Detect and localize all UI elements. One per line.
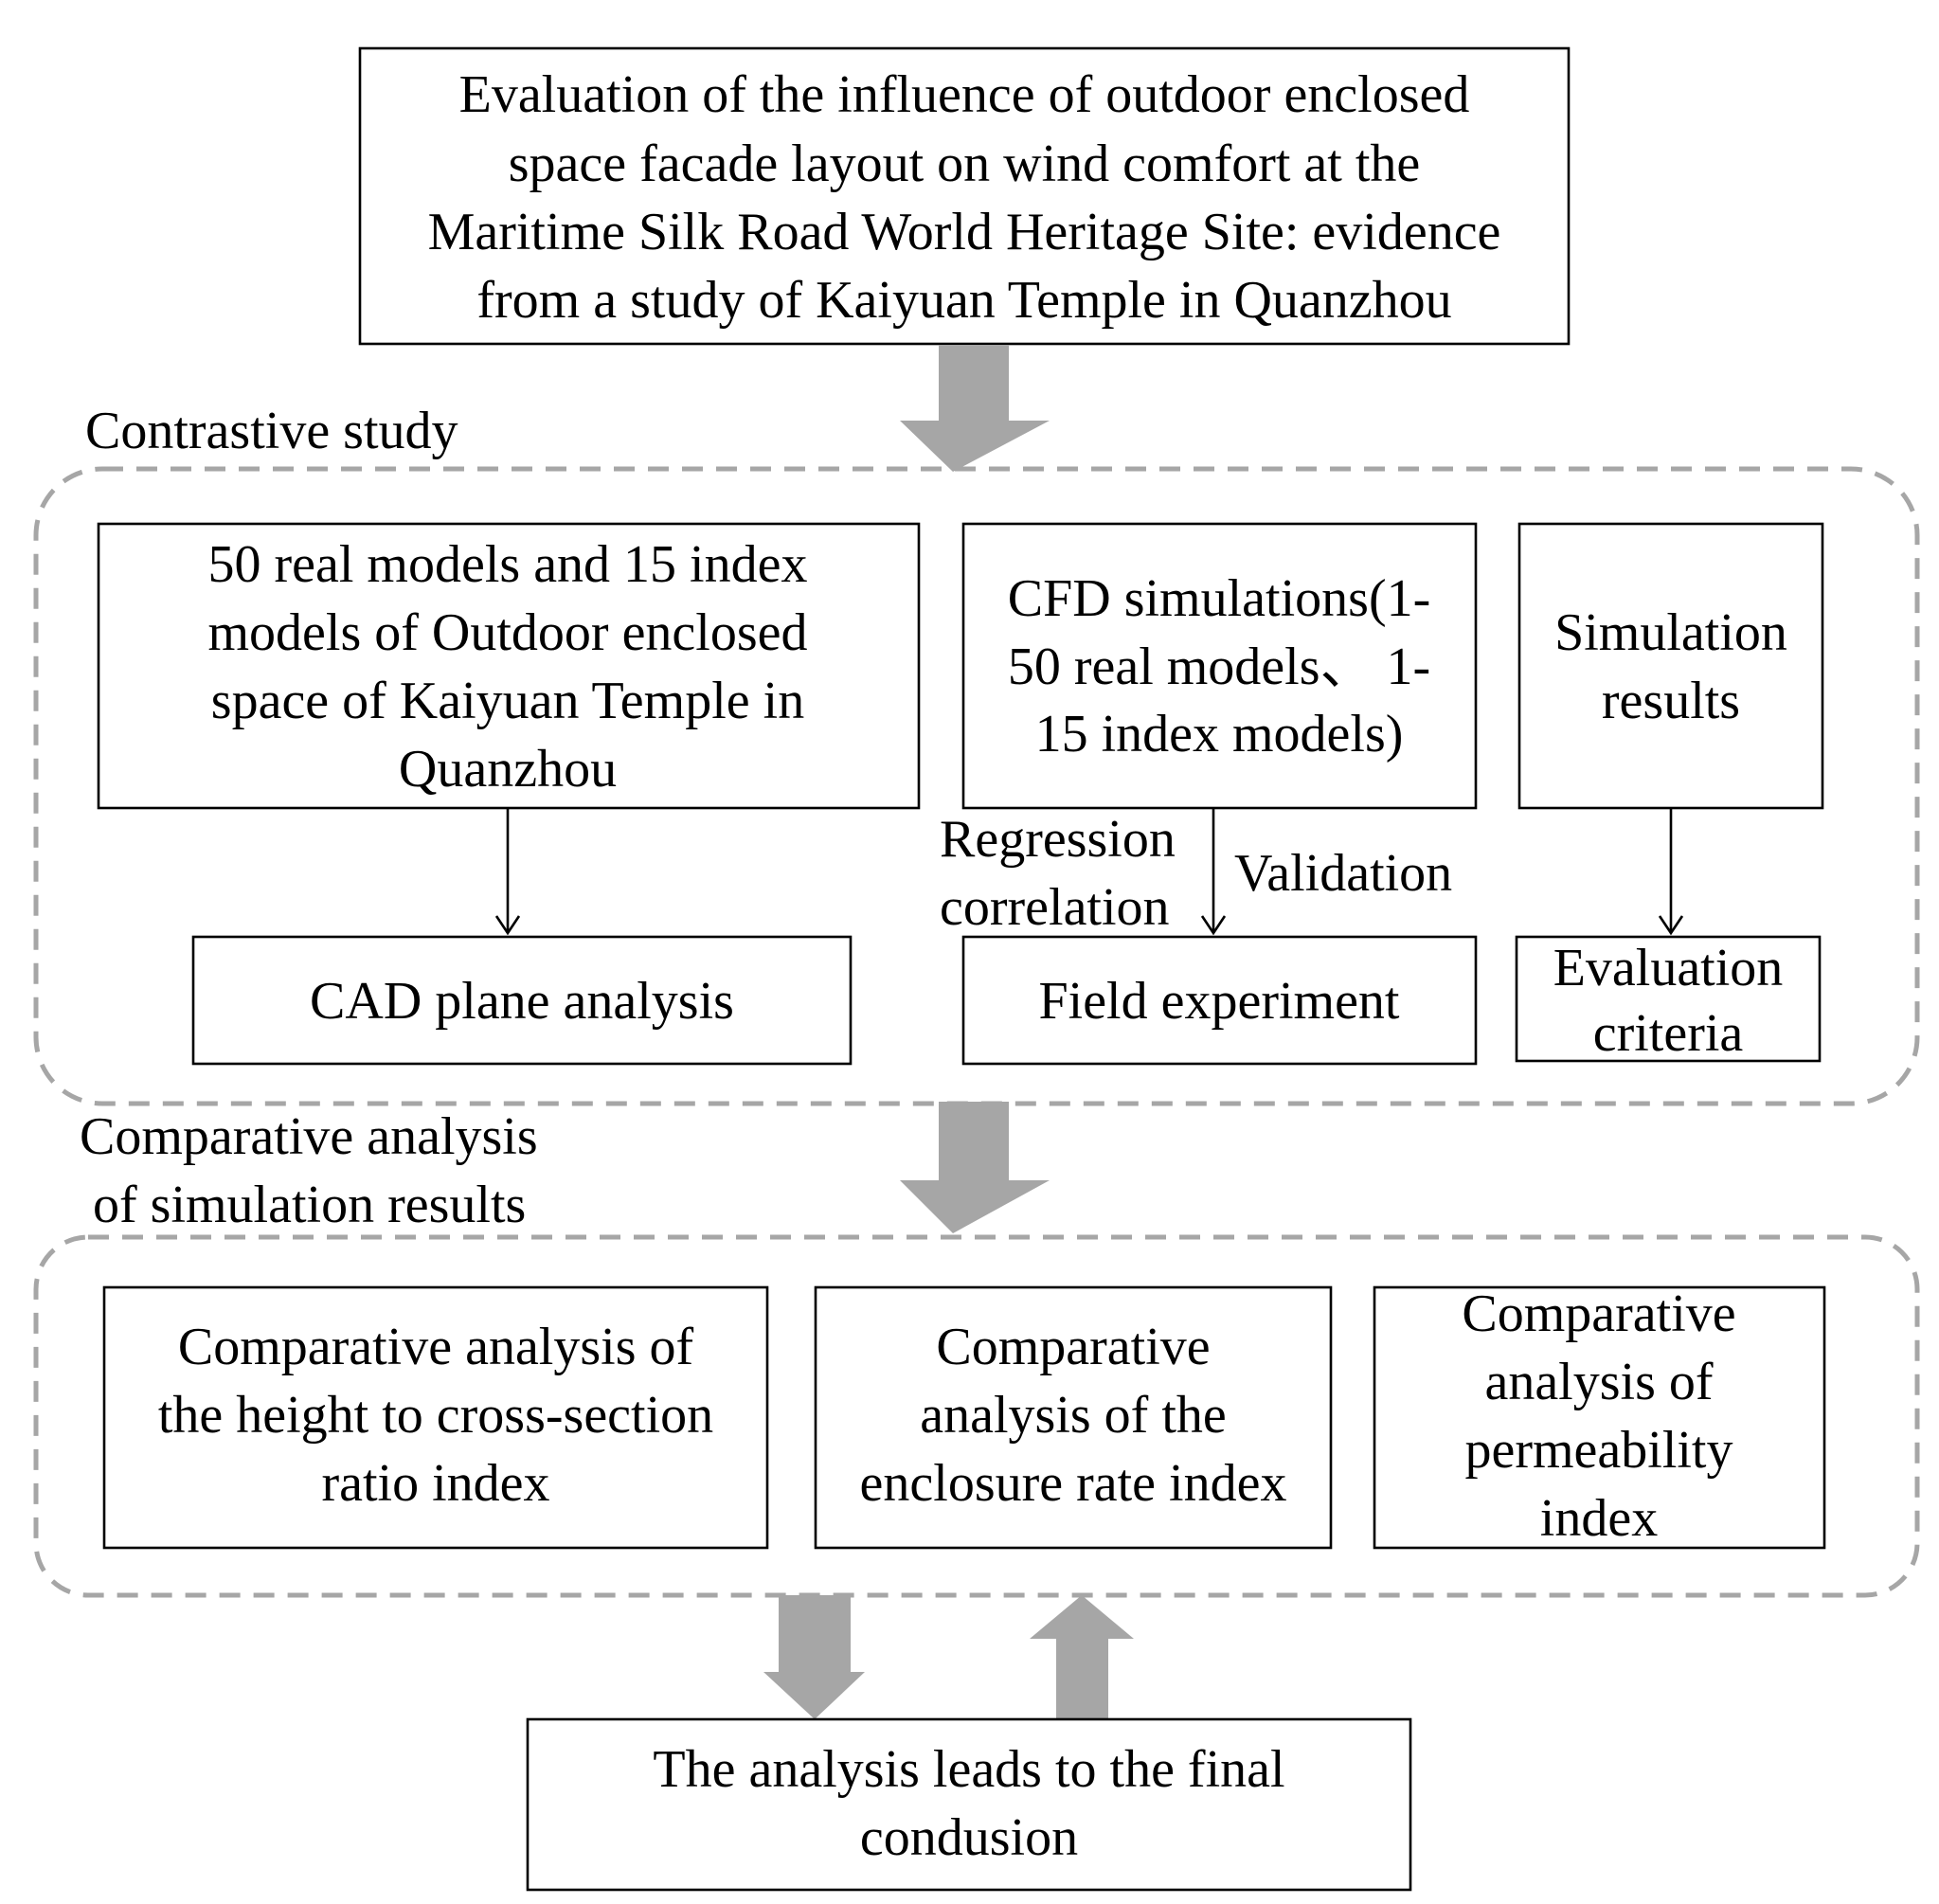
cad-label: CAD plane analysis	[310, 972, 734, 1031]
arrow-down-3	[763, 1595, 865, 1719]
permeability-line-1: Comparative	[1462, 1284, 1735, 1343]
models-box	[97, 522, 921, 810]
conclusion-box	[526, 1717, 1412, 1892]
permeability-line-3: permeability	[1464, 1421, 1733, 1480]
criteria-line-1: Evaluation	[1553, 939, 1784, 997]
arrow-down-2	[900, 1102, 1050, 1233]
permeability-box	[1373, 1285, 1826, 1550]
field-label: Field experiment	[1038, 972, 1399, 1031]
section2-label-line-2: of simulation results	[93, 1176, 526, 1234]
permeability-line-4: index	[1540, 1489, 1658, 1548]
models-line-2: models of Outdoor enclosed	[208, 603, 808, 662]
section1-label: Contrastive study	[85, 402, 458, 460]
enclosure-rate-line-3: enclosure rate index	[860, 1454, 1287, 1513]
title-line-2: space facade layout on wind comfort at t…	[509, 135, 1421, 193]
models-line-4: Quanzhou	[399, 740, 617, 799]
field-box	[961, 935, 1478, 1066]
height-ratio-box	[102, 1285, 769, 1550]
title-line-1: Evaluation of the influence of outdoor e…	[459, 65, 1470, 124]
permeability-line-2: analysis of	[1484, 1353, 1713, 1411]
height-ratio-line-3: ratio index	[321, 1454, 549, 1513]
enclosure-rate-line-1: Comparative	[936, 1318, 1210, 1376]
models-to-cad-arrowhead	[494, 915, 521, 936]
enclosure-rate-box	[814, 1285, 1333, 1550]
title-line-4: from a study of Kaiyuan Temple in Quanzh…	[476, 271, 1451, 330]
conclusion-line-2: condusion	[860, 1808, 1078, 1867]
section2-group	[33, 1234, 1920, 1598]
title-box	[358, 46, 1571, 346]
conclusion-line-1: The analysis leads to the final	[653, 1740, 1284, 1799]
cfd-line-2: 50 real models、 1-	[1008, 638, 1430, 696]
models-line-1: 50 real models and 15 index	[208, 535, 808, 594]
results-box	[1517, 522, 1824, 810]
models-line-3: space of Kaiyuan Temple in	[211, 672, 804, 730]
criteria-line-2: criteria	[1593, 1004, 1744, 1063]
cfd-to-field-arrowhead	[1200, 915, 1227, 936]
validation-label: Validation	[1234, 844, 1452, 903]
criteria-box	[1515, 935, 1822, 1063]
cfd-line-3: 15 index models)	[1035, 705, 1404, 763]
cad-box	[191, 935, 853, 1066]
results-line-1: Simulation	[1554, 603, 1787, 662]
height-ratio-line-2: the height to cross-section	[158, 1386, 713, 1445]
enclosure-rate-line-2: analysis of the	[920, 1386, 1226, 1445]
title-line-3: Maritime Silk Road World Heritage Site: …	[428, 203, 1501, 261]
arrow-up	[1030, 1595, 1134, 1719]
cfd-line-1: CFD simulations(1-	[1008, 569, 1430, 628]
regression-label-line-1: Regression	[940, 810, 1176, 869]
height-ratio-line-1: Comparative analysis of	[178, 1318, 694, 1376]
results-to-criteria-arrowhead	[1658, 915, 1684, 936]
cfd-box	[961, 522, 1478, 810]
results-line-2: results	[1602, 672, 1740, 730]
section2-label-line-1: Comparative analysis	[80, 1107, 538, 1166]
regression-label-line-2: correlation	[940, 878, 1170, 937]
arrow-down-1	[900, 345, 1050, 472]
